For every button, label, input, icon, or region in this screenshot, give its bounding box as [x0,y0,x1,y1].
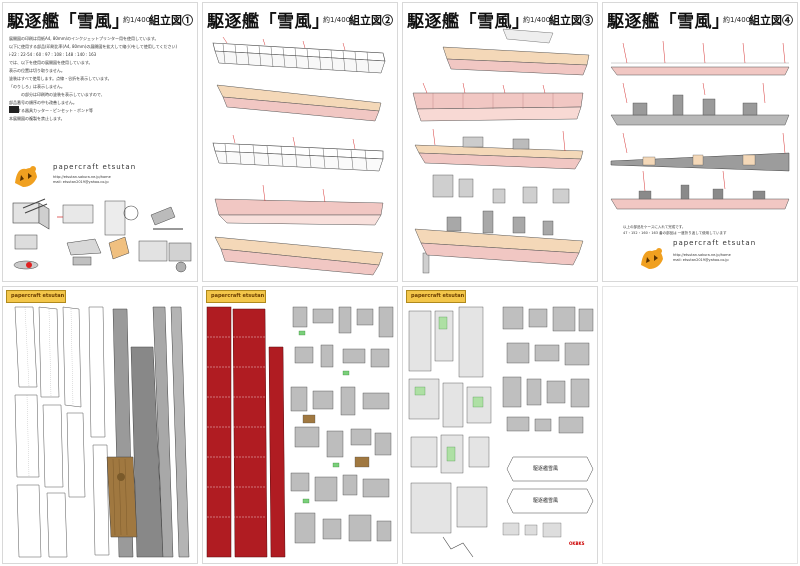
note-line: 塗装はすべて使用します。点線・谷折を表示しています。 [9,76,112,81]
banner-text: papercraft etsutan [411,293,465,299]
scale-label: 約1/400 [123,16,151,24]
hull-assembly-diagrams [212,36,386,276]
parts-sheet-2: papercraft etsutan [202,286,398,564]
turret-assembly-diagrams [12,198,192,273]
contact-url: http://etsutan.sakura.ne.jp/home [53,175,111,179]
blank-sheet [602,286,798,564]
sheet-title: 駆逐艦「雪風」 [207,12,330,32]
note-line: 展開図の印刷は用紙A4, 80mm/のインクジェットプリンター用を使用しています… [9,36,159,41]
name-plate-text: 駆逐艦雪風 [533,466,559,472]
contact-mail: mail: etsutan2019@yahoo.co.jp [53,180,109,184]
assembly-notes: 展開図の印刷は用紙A4, 80mm/のインクジェットプリンター用を使用しています… [9,35,195,123]
note-line: 部品番号の順序の中も改善しません。 [9,100,77,105]
parts-layout-2 [206,306,394,558]
sheet-code: OKBKS [569,541,585,546]
parts-layout-1 [14,306,190,558]
assembly-sheet-1: 駆逐艦「雪風」 約1/400 組立図① 展開図の印刷は用紙A4, 80mm/のイ… [2,2,198,282]
parts-layout-3 [408,306,594,558]
parts-banner: papercraft etsutan [406,290,466,303]
brand-name: papercraft etsutan [673,239,757,247]
parts-sheet-3: papercraft etsutan [402,286,598,564]
step-number: 組立図③ [549,14,593,27]
parts-sheet-1: papercraft etsutan [2,286,198,564]
assembly-sheet-2: 駆逐艦「雪風」 約1/400 組立図② [202,2,398,282]
parts-banner: papercraft etsutan [6,290,66,303]
parts-banner: papercraft etsutan [206,290,266,303]
scale-label: 約1/400 [523,16,551,24]
note-line: 表示の位置は切り取りません。 [9,68,65,73]
brand-name: papercraft etsutan [53,163,137,171]
sheet-title: 駆逐艦「雪風」 [607,12,730,32]
logo-icon [637,243,667,273]
sheet-title: 駆逐艦「雪風」 [7,12,130,32]
step-number: 組立図① [149,14,193,27]
contact-url: http://etsutan.sakura.ne.jp/home [673,253,731,257]
logo-icon [11,161,41,191]
assembly-sheet-3: 駆逐艦「雪風」 約1/400 組立図③ [402,2,598,282]
contact-info: http://etsutan.sakura.ne.jp/home mail: e… [673,253,731,263]
step-number: 組立図④ [749,14,793,27]
scale-label: 約1/400 [323,16,351,24]
contact-mail: mail: etsutan2019@yahoo.co.jp [673,258,729,262]
final-assembly-diagrams [610,40,790,210]
note-line: 「のりしろ」は表示しません。 [9,84,65,89]
note-line: 以下に使用する部品(印刷比率(A4, 80mm)の展開図を拡大して縮小)をして使… [9,44,178,49]
finish-note: 47・152・160・163 番の部品は 一度折り返して使用しています [623,231,727,235]
note-line: 本展開図の複製を禁止します。 [9,116,65,121]
assembly-sheet-4: 駆逐艦「雪風」 約1/400 組立図④ [602,2,798,282]
deck-assembly-diagrams [412,28,590,274]
note-line: 使用する器具カッター・ピンセット・ボンド等 [9,108,93,113]
scale-label: 約1/400 [723,16,751,24]
color-sample-box [9,106,19,113]
contact-info: http://etsutan.sakura.ne.jp/home mail: e… [53,175,111,185]
sheet-title: 駆逐艦「雪風」 [407,12,530,32]
note-line: i-22 : 22-54 : 60 : 97 : 108 : 148 : 140… [9,52,97,57]
finish-note: 以上の部品をケースに入れて完成です。 [623,225,686,229]
banner-text: papercraft etsutan [211,293,265,299]
step-number: 組立図② [349,14,393,27]
note-line: の部分は印刷時の塗装を表示していますので、 [21,92,105,97]
note-line: では、以下を使用の展開図を使用しています。 [9,60,93,65]
name-plate-text: 駆逐艦雪風 [533,498,559,504]
banner-text: papercraft etsutan [11,293,65,299]
